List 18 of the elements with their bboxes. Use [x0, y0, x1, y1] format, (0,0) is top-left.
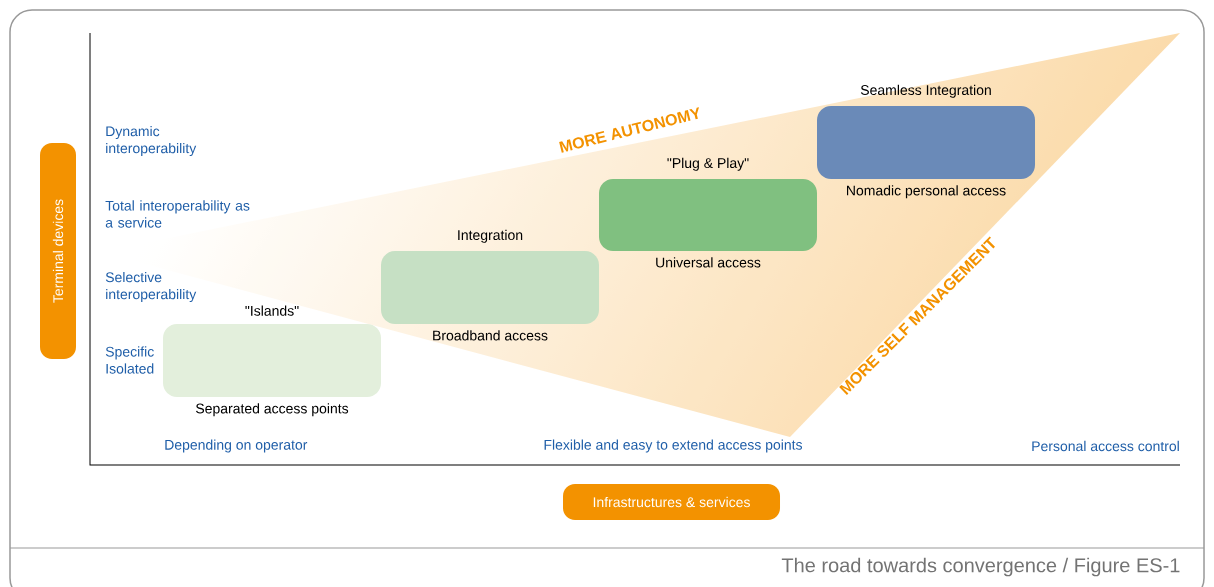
step-caption: Broadband access [433, 330, 548, 341]
step-caption: Nomadic personal access [847, 185, 1006, 199]
axis-label: Total interoperability as a service [105, 200, 250, 228]
axis-label: Personal access control [1032, 440, 1179, 452]
axis-label: Specific Isolated [105, 346, 154, 374]
step-heading: Integration [458, 229, 523, 243]
axis-label: Selective interoperability [105, 272, 197, 303]
step-heading: "Islands" [245, 305, 299, 316]
axis-pill: Terminal devices [40, 143, 76, 359]
step-heading: Seamless Integration [860, 84, 991, 98]
step-caption: Separated access points [196, 403, 349, 417]
step-heading: "Plug & Play" [667, 157, 749, 171]
axis-label: Flexible and easy to extend access points [544, 439, 802, 453]
axis-pill: Infrastructures & services [563, 484, 780, 520]
axis-label: Dynamic interoperability [106, 126, 197, 156]
caption: The road towards convergence / Figure ES-1 [781, 557, 1180, 577]
axis-label: Depending on operator [165, 439, 308, 453]
step-caption: Universal access [656, 257, 761, 268]
